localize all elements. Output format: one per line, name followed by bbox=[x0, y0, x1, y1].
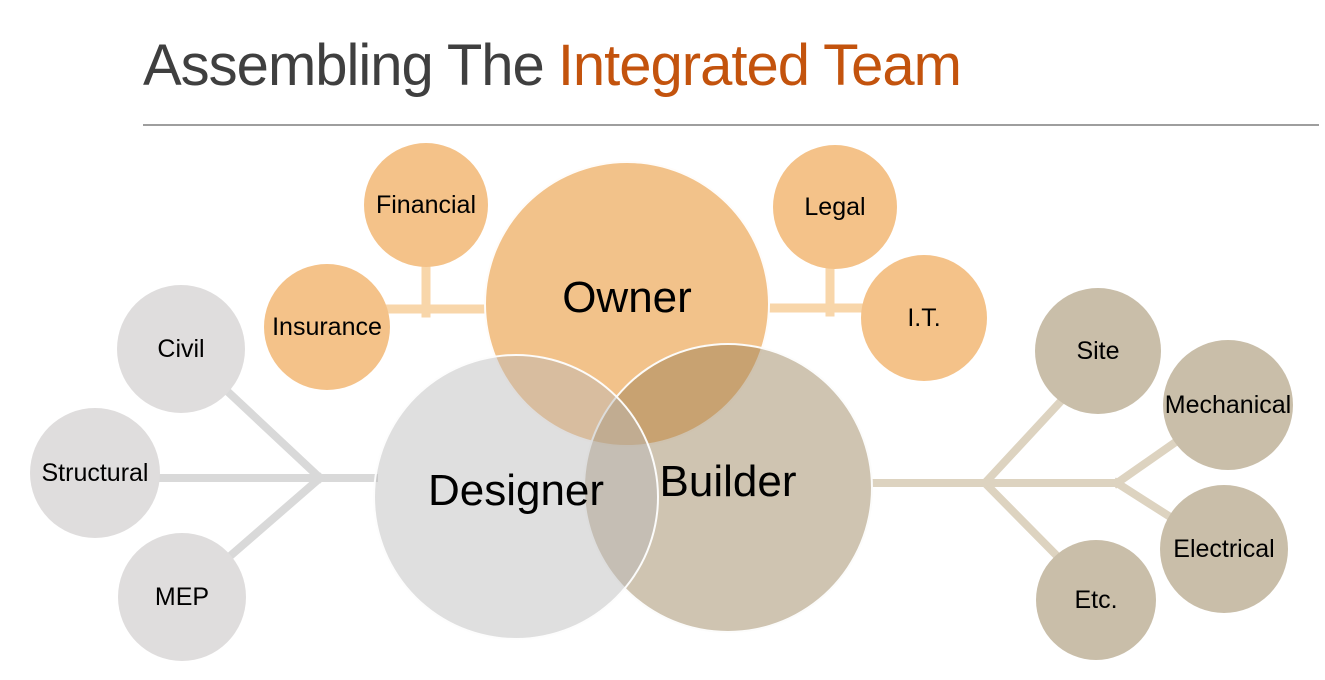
label-insurance: Insurance bbox=[272, 312, 382, 341]
label-owner: Owner bbox=[562, 273, 692, 322]
connector-mep bbox=[223, 472, 326, 563]
slide-title-regular: Assembling The bbox=[143, 33, 545, 98]
circle-financial: Financial bbox=[364, 143, 488, 267]
circle-site: Site bbox=[1035, 288, 1161, 414]
label-builder: Builder bbox=[659, 457, 797, 506]
connector-site bbox=[979, 394, 1068, 489]
circle-etc: Etc. bbox=[1036, 540, 1156, 660]
circle-insurance: Insurance bbox=[264, 264, 390, 390]
circle-legal: Legal bbox=[773, 145, 897, 269]
label-etc: Etc. bbox=[1074, 585, 1118, 614]
label-designer: Designer bbox=[427, 466, 605, 515]
label-legal: Legal bbox=[804, 192, 866, 221]
connector-etc bbox=[979, 477, 1066, 565]
connector-electrical bbox=[1111, 477, 1181, 526]
designer-connectors bbox=[154, 384, 378, 563]
label-civil: Civil bbox=[157, 334, 205, 363]
title-divider bbox=[143, 124, 1319, 126]
circle-designer: Designer bbox=[373, 354, 659, 640]
label-it: I.T. bbox=[907, 303, 941, 332]
circle-mep: MEP bbox=[118, 533, 246, 661]
circle-structural: Structural bbox=[30, 408, 160, 538]
circle-it: I.T. bbox=[861, 255, 987, 381]
label-electrical: Electrical bbox=[1173, 534, 1275, 563]
connector-civil bbox=[220, 384, 326, 484]
circle-civil: Civil bbox=[117, 285, 245, 413]
circle-electrical: Electrical bbox=[1160, 485, 1288, 613]
connector-mechanical bbox=[1111, 433, 1186, 489]
label-structural: Structural bbox=[41, 458, 149, 487]
builder-connectors bbox=[872, 394, 1186, 565]
circle-mechanical: Mechanical bbox=[1163, 340, 1293, 470]
slide-title-accent: Integrated Team bbox=[557, 33, 962, 98]
label-mechanical: Mechanical bbox=[1164, 390, 1292, 419]
label-mep: MEP bbox=[154, 582, 210, 611]
label-site: Site bbox=[1076, 336, 1120, 365]
label-financial: Financial bbox=[375, 190, 477, 219]
